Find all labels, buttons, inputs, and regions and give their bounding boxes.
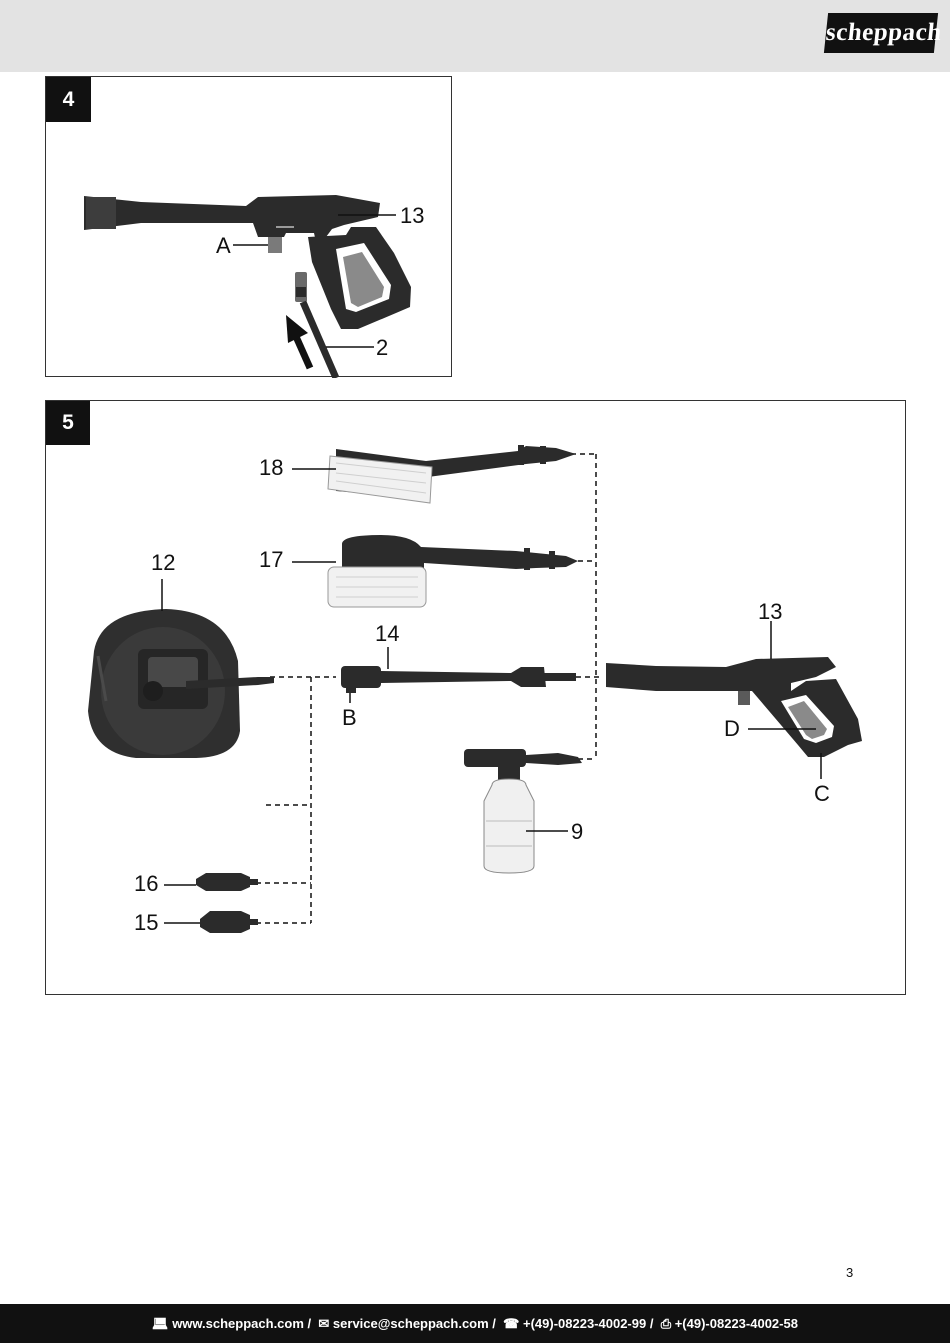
- label-C: C: [814, 781, 830, 806]
- spray-gun-illustration: [606, 657, 862, 757]
- label-D: D: [724, 716, 740, 741]
- label-14: 14: [375, 621, 399, 646]
- separator: /: [488, 1316, 500, 1331]
- spray-gun-illustration: [84, 195, 411, 329]
- label-B: B: [342, 705, 357, 730]
- page-number: 3: [846, 1265, 854, 1280]
- separator: /: [646, 1316, 658, 1331]
- label-13: 13: [400, 203, 424, 228]
- connection-lines: [256, 453, 602, 924]
- label-2: 2: [376, 335, 388, 360]
- nozzle-16-illustration: [196, 873, 258, 891]
- computer-icon: 💻︎: [152, 1316, 169, 1331]
- label-13: 13: [758, 599, 782, 624]
- figure-4: 4 13 A 2: [45, 76, 452, 378]
- figure-5: 5: [45, 400, 906, 995]
- label-A: A: [216, 233, 231, 258]
- label-9: 9: [571, 819, 583, 844]
- patio-cleaner-illustration: [88, 609, 274, 758]
- figure-5-illustration: 18 17 12 14 B 13 D C 9 16 15: [88, 445, 862, 935]
- figure-4-illustration: 13 A 2: [84, 195, 424, 378]
- label-18: 18: [259, 455, 283, 480]
- separator: /: [303, 1316, 315, 1331]
- email-link[interactable]: service@scheppach.com: [332, 1316, 489, 1331]
- scheppach-logo: scheppach: [823, 13, 943, 53]
- fax-icon: ⎙: [660, 1316, 672, 1331]
- figure-number: 5: [46, 401, 90, 445]
- header-band: [0, 0, 950, 72]
- nozzle-15-illustration: [200, 911, 258, 933]
- lance-illustration: [341, 666, 576, 693]
- label-15: 15: [134, 910, 158, 935]
- mail-icon: ✉: [318, 1316, 330, 1331]
- phone-number: +(49)-08223-4002-99: [522, 1316, 647, 1331]
- label-16: 16: [134, 871, 158, 896]
- footer-contact-bar: 💻︎ www.scheppach.com / ✉ service@scheppa…: [0, 1304, 950, 1343]
- foam-bottle-illustration: [464, 749, 582, 874]
- flat-brush-illustration: [327, 445, 576, 504]
- figure-number: 4: [46, 77, 91, 122]
- insert-arrow-icon: [286, 315, 314, 370]
- phone-icon: ☎: [503, 1316, 520, 1331]
- hose-illustration: [295, 272, 340, 378]
- fax-number: +(49)-08223-4002-58: [674, 1316, 798, 1331]
- rotary-brush-illustration: [327, 535, 578, 608]
- label-12: 12: [151, 550, 175, 575]
- label-17: 17: [259, 547, 283, 572]
- website-link[interactable]: www.scheppach.com: [172, 1316, 304, 1331]
